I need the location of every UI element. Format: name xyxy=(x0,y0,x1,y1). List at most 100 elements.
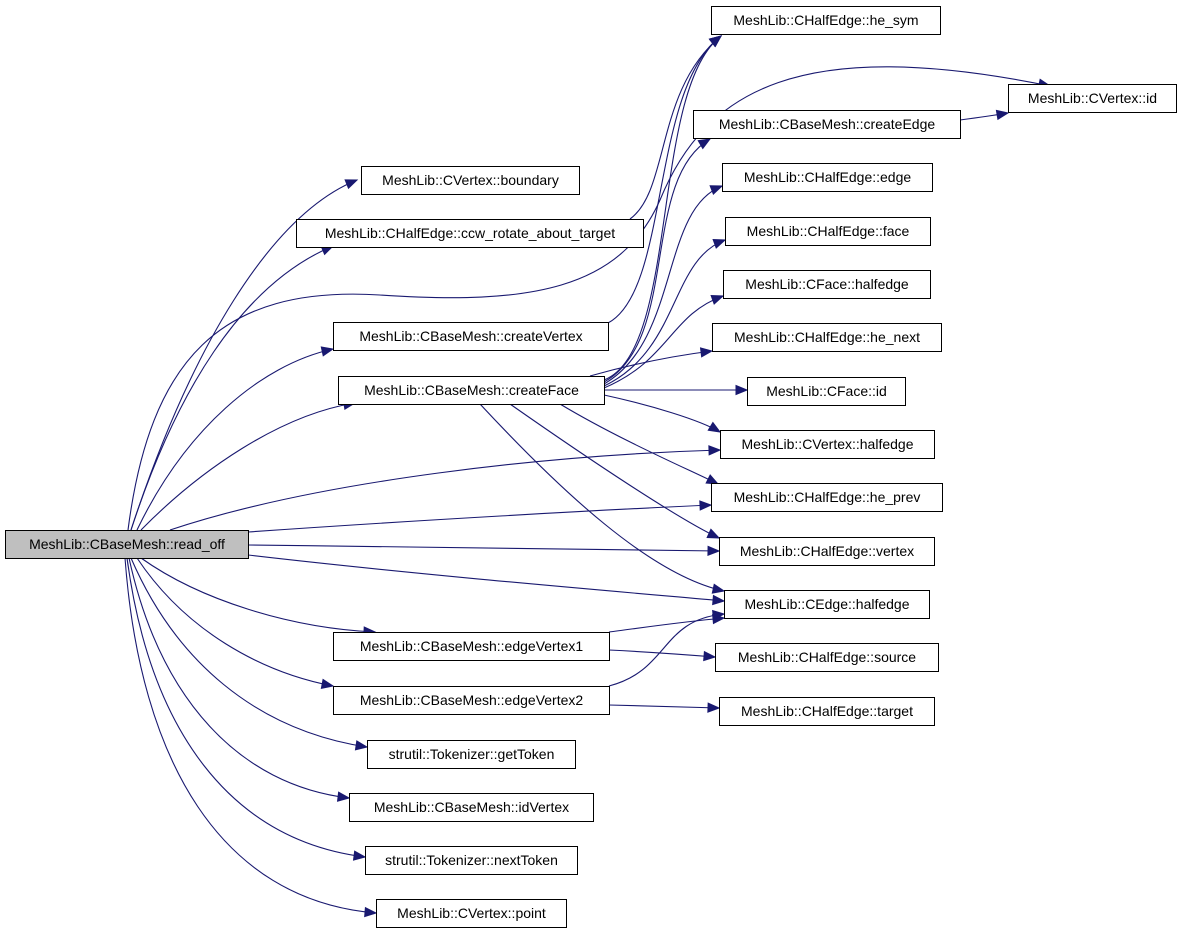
edge-line xyxy=(130,245,334,531)
node-label: MeshLib::CFace::halfedge xyxy=(745,276,909,292)
node-box xyxy=(712,323,942,352)
edge-line xyxy=(603,35,722,381)
node-label: MeshLib::CBaseMesh::createEdge xyxy=(719,116,936,132)
node-box xyxy=(724,590,930,619)
node-f_halfedge[interactable]: MeshLib::CFace::halfedge xyxy=(723,270,931,299)
node-label: MeshLib::CHalfEdge::he_sym xyxy=(733,12,918,28)
node-he_ccw[interactable]: MeshLib::CHalfEdge::ccw_rotate_about_tar… xyxy=(296,219,644,248)
node-box xyxy=(296,219,644,248)
node-label: MeshLib::CVertex::halfedge xyxy=(742,436,914,452)
arrowhead xyxy=(354,740,369,751)
edge-line xyxy=(608,704,720,709)
node-getToken[interactable]: strutil::Tokenizer::getToken xyxy=(367,740,576,769)
node-he_next[interactable]: MeshLib::CHalfEdge::he_next xyxy=(712,323,942,352)
node-v_point[interactable]: MeshLib::CVertex::point xyxy=(376,899,567,928)
edge-createFace-to-he_next xyxy=(589,347,714,377)
arrowhead xyxy=(712,609,726,621)
arrowhead xyxy=(709,185,724,196)
node-box xyxy=(333,632,610,661)
edge-line xyxy=(130,557,368,748)
edge-read_off-to-e_halfedge xyxy=(247,554,726,606)
node-he_prev[interactable]: MeshLib::CHalfEdge::he_prev xyxy=(711,483,943,512)
node-he_face[interactable]: MeshLib::CHalfEdge::face xyxy=(725,217,931,246)
node-box xyxy=(333,686,610,715)
node-label: MeshLib::CHalfEdge::source xyxy=(738,649,916,665)
node-label: MeshLib::CVertex::point xyxy=(397,905,546,921)
node-box xyxy=(715,643,939,672)
node-v_id[interactable]: MeshLib::CVertex::id xyxy=(1008,84,1177,113)
node-box xyxy=(719,697,935,726)
node-box xyxy=(338,376,605,405)
edge-line xyxy=(136,557,334,687)
arrowhead xyxy=(707,702,721,713)
node-box xyxy=(747,377,906,406)
arrowhead xyxy=(708,35,723,48)
node-box xyxy=(719,537,935,566)
arrowhead xyxy=(320,678,335,689)
edge-line xyxy=(140,402,356,531)
edge-read_off-to-he_prev xyxy=(247,500,713,533)
edge-read_off-to-createFace xyxy=(140,399,357,531)
node-read_off[interactable]: MeshLib::CBaseMesh::read_off xyxy=(5,530,249,559)
node-createVertex[interactable]: MeshLib::CBaseMesh::createVertex xyxy=(333,322,609,351)
edge-edgeVertex2-to-he_target xyxy=(608,702,721,713)
node-he_edge[interactable]: MeshLib::CHalfEdge::edge xyxy=(722,163,933,192)
node-label: MeshLib::CHalfEdge::he_prev xyxy=(734,489,921,505)
edge-createEdge-to-v_id xyxy=(959,109,1010,121)
edge-edgeVertex2-to-e_halfedge xyxy=(608,609,726,687)
node-label: MeshLib::CHalfEdge::he_next xyxy=(734,329,920,345)
edge-createFace-to-he_prev xyxy=(559,403,720,485)
edge-line xyxy=(603,295,724,389)
edge-line xyxy=(127,66,1051,531)
arrowhead xyxy=(703,650,717,662)
node-box xyxy=(361,166,580,195)
arrowhead xyxy=(707,545,721,557)
node-v_halfedge[interactable]: MeshLib::CVertex::halfedge xyxy=(720,430,935,459)
node-box xyxy=(711,6,941,35)
node-he_source[interactable]: MeshLib::CHalfEdge::source xyxy=(715,643,939,672)
node-box xyxy=(349,793,594,822)
edge-line xyxy=(509,403,720,539)
arrowhead xyxy=(708,445,722,456)
node-he_sym[interactable]: MeshLib::CHalfEdge::he_sym xyxy=(711,6,941,35)
edge-createFace-to-he_edge xyxy=(603,185,724,385)
edge-line xyxy=(603,185,723,385)
node-box xyxy=(693,110,961,139)
node-label: MeshLib::CHalfEdge::edge xyxy=(744,169,912,185)
node-edgeVertex1[interactable]: MeshLib::CBaseMesh::edgeVertex1 xyxy=(333,632,610,661)
edge-line xyxy=(124,557,377,914)
node-he_target[interactable]: MeshLib::CHalfEdge::target xyxy=(719,697,935,726)
edge-line xyxy=(130,179,358,531)
node-edgeVertex2[interactable]: MeshLib::CBaseMesh::edgeVertex2 xyxy=(333,686,610,715)
node-f_id[interactable]: MeshLib::CFace::id xyxy=(747,377,906,406)
edge-createFace-to-createEdge xyxy=(603,138,712,383)
edge-createFace-to-v_halfedge xyxy=(603,394,722,433)
node-label: MeshLib::CHalfEdge::ccw_rotate_about_tar… xyxy=(325,225,615,241)
edge-read_off-to-he_vertex xyxy=(247,544,721,557)
node-label: MeshLib::CEdge::halfedge xyxy=(745,596,910,612)
node-he_vertex[interactable]: MeshLib::CHalfEdge::vertex xyxy=(719,537,935,566)
edge-line xyxy=(589,350,713,377)
node-nextToken[interactable]: strutil::Tokenizer::nextToken xyxy=(365,846,578,875)
edge-line xyxy=(608,649,716,658)
node-label: MeshLib::CBaseMesh::idVertex xyxy=(374,799,569,815)
edge-read_off-to-he_ccw xyxy=(130,245,335,531)
node-box xyxy=(725,217,931,246)
arrowhead xyxy=(699,500,713,511)
node-createEdge[interactable]: MeshLib::CBaseMesh::createEdge xyxy=(693,110,961,139)
arrowhead xyxy=(712,239,727,249)
edge-read_off-to-idVertex xyxy=(128,557,351,802)
edge-line xyxy=(247,504,712,533)
edge-line xyxy=(607,35,722,324)
node-box xyxy=(711,483,943,512)
node-label: MeshLib::CBaseMesh::read_off xyxy=(29,536,225,552)
edge-read_off-to-v_boundary xyxy=(130,179,359,531)
node-label: strutil::Tokenizer::getToken xyxy=(389,746,555,762)
node-label: MeshLib::CBaseMesh::edgeVertex1 xyxy=(360,638,584,654)
node-v_boundary[interactable]: MeshLib::CVertex::boundary xyxy=(361,166,580,195)
node-idVertex[interactable]: MeshLib::CBaseMesh::idVertex xyxy=(349,793,594,822)
node-e_halfedge[interactable]: MeshLib::CEdge::halfedge xyxy=(724,590,930,619)
node-box xyxy=(1008,84,1177,113)
edge-createFace-to-f_halfedge xyxy=(603,294,725,389)
node-createFace[interactable]: MeshLib::CBaseMesh::createFace xyxy=(338,376,605,405)
